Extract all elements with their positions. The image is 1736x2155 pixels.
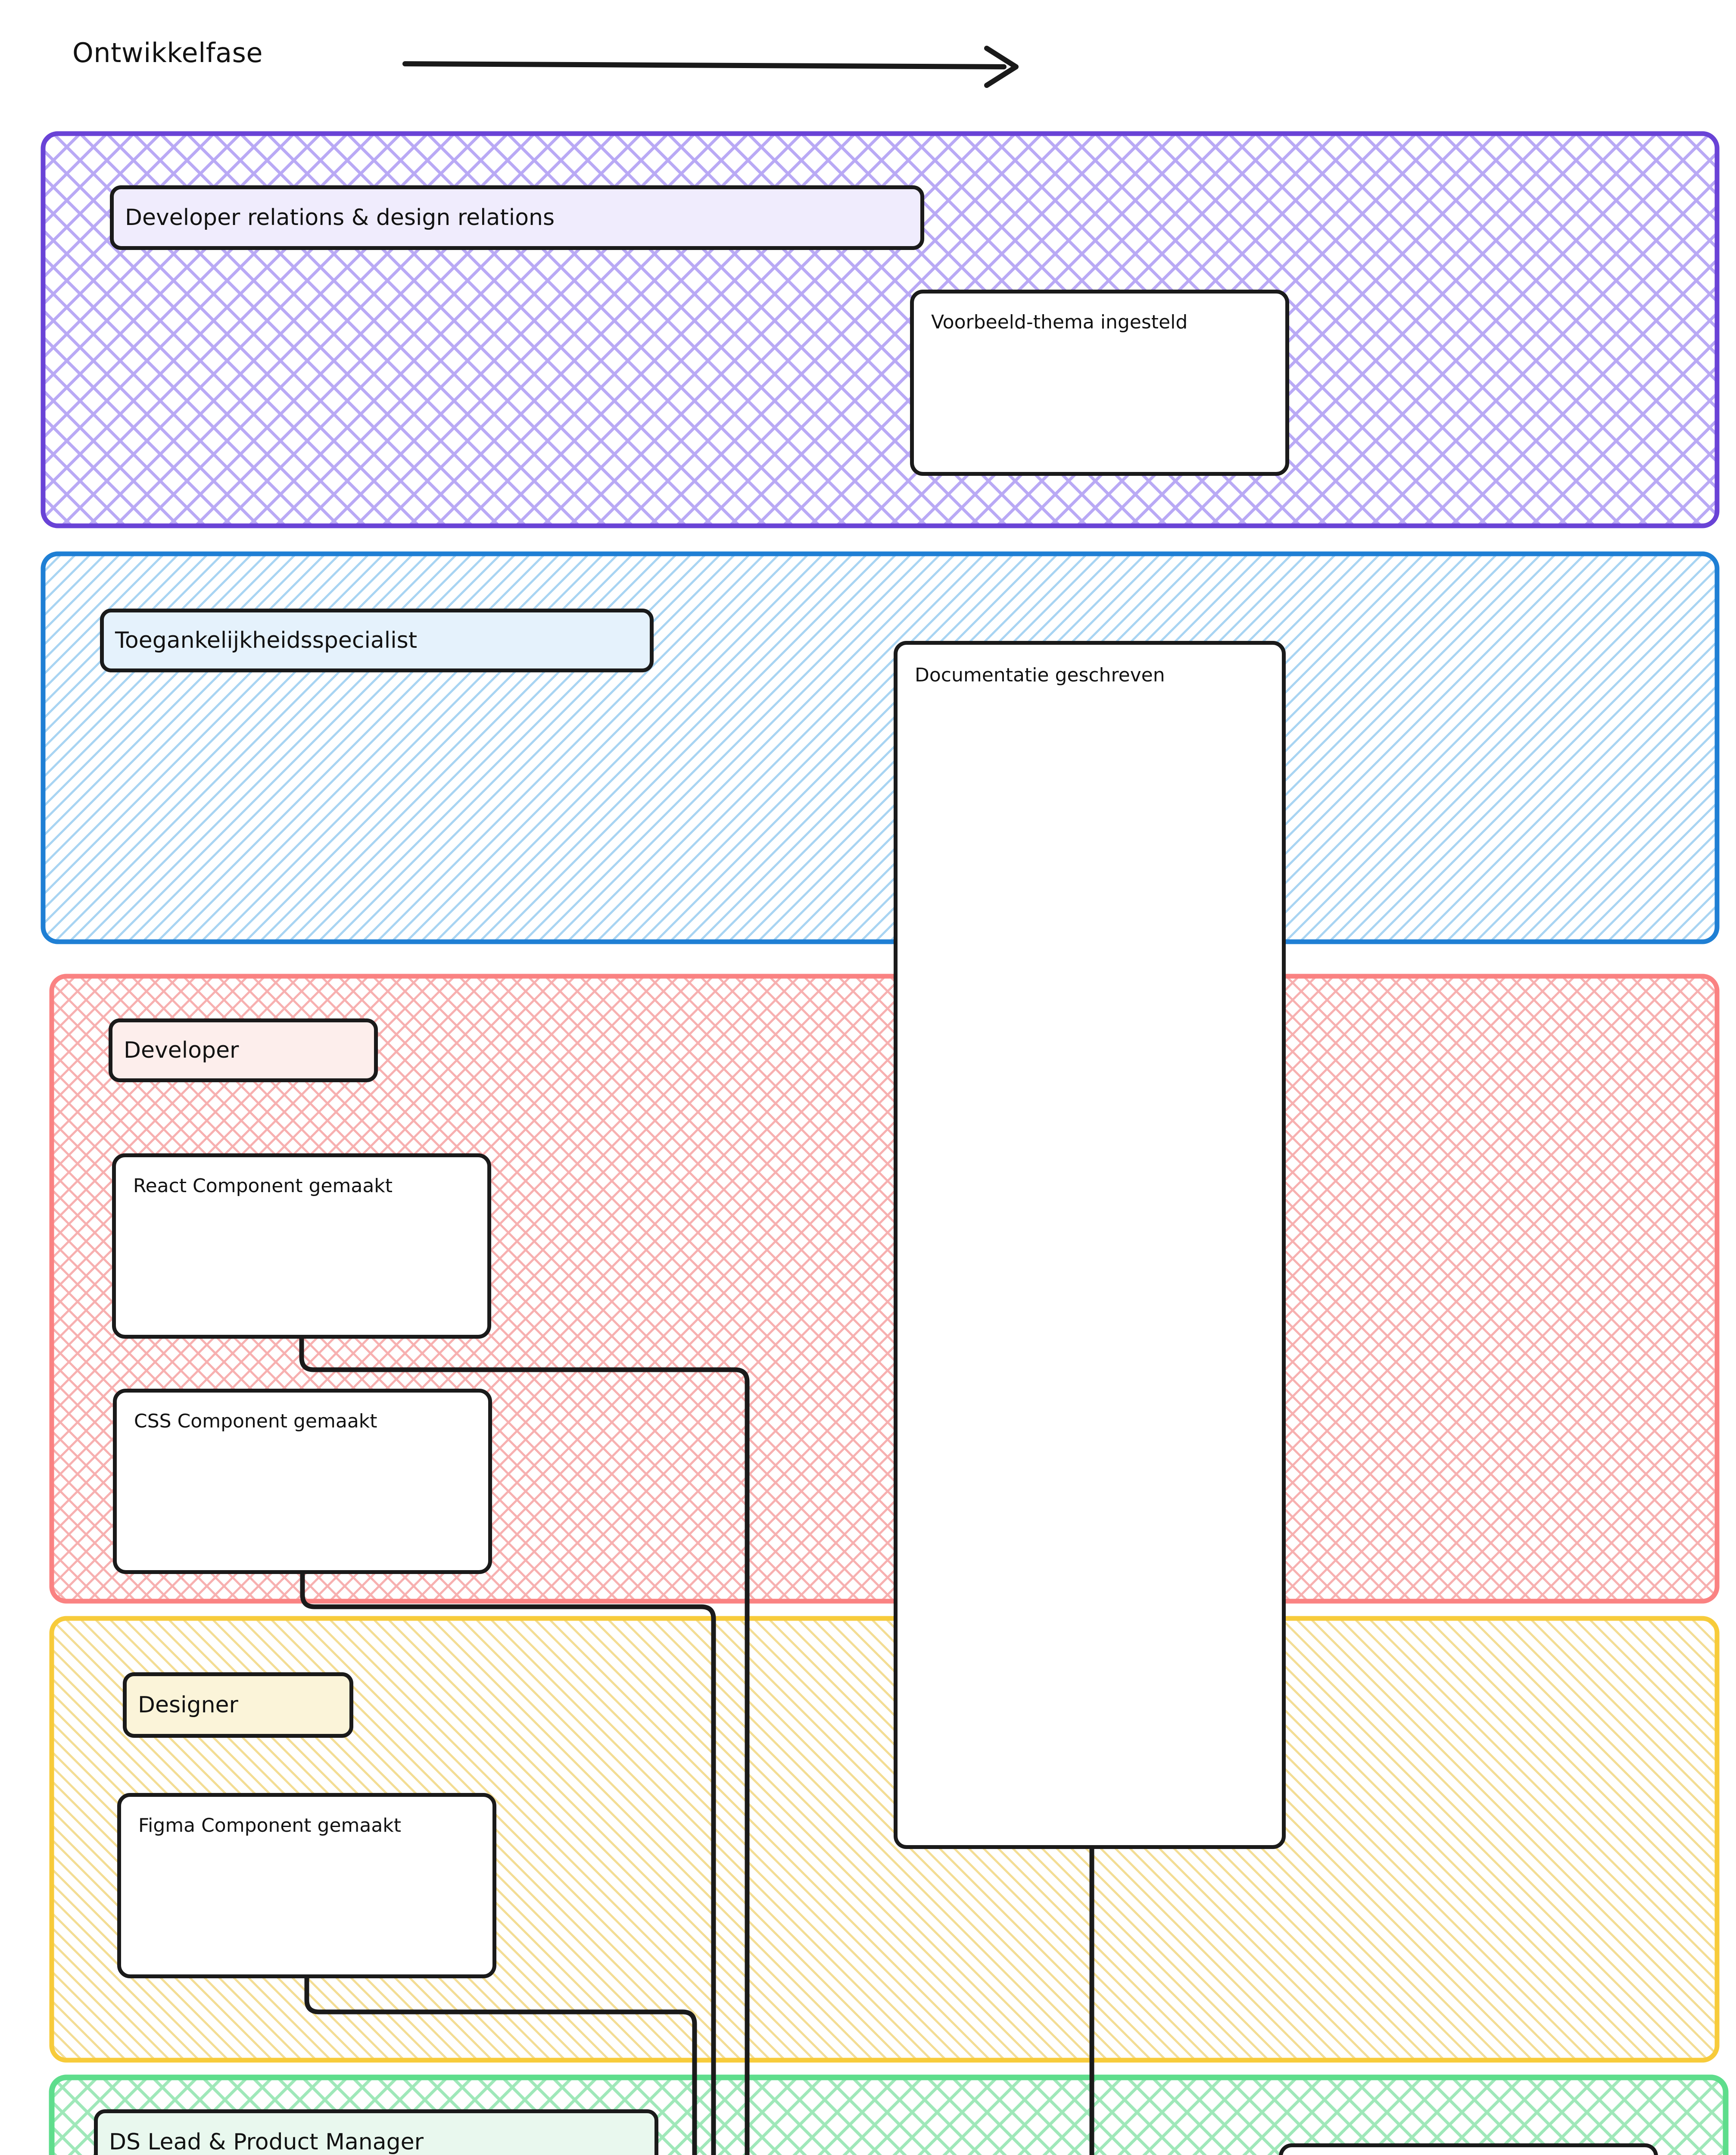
- lane-label-text: Developer: [124, 1037, 239, 1063]
- lane-label-text: DS Lead & Product Manager: [109, 2129, 424, 2155]
- node-documentatie-gereviewed[interactable]: Documentatie gereviewed: [1279, 2143, 1658, 2155]
- node-label: Voorbeeld-thema ingesteld: [931, 311, 1188, 333]
- node-label: Documentatie geschreven: [915, 664, 1165, 686]
- lane-label-dslead[interactable]: DS Lead & Product Manager: [94, 2109, 658, 2155]
- phase-arrow-head-icon: [984, 46, 1019, 88]
- edge-path-react: [299, 1336, 750, 2155]
- phase-arrow-line: [402, 61, 1007, 69]
- node-css-gemaakt[interactable]: CSS Component gemaakt: [113, 1389, 492, 1574]
- lane-label-text: Developer relations & design relations: [125, 205, 555, 231]
- node-label: CSS Component gemaakt: [134, 1410, 377, 1432]
- node-voorbeeld-thema[interactable]: Voorbeeld-thema ingesteld: [910, 290, 1289, 476]
- lane-label-a11y[interactable]: Toegankelijkheidsspecialist: [100, 609, 654, 672]
- edge-path-css: [300, 1571, 716, 2155]
- lane-label-devrel[interactable]: Developer relations & design relations: [110, 185, 924, 250]
- node-figma-gemaakt[interactable]: Figma Component gemaakt: [117, 1793, 496, 1978]
- edge-css-review: [300, 1571, 716, 2155]
- phase-arrow-group: [402, 46, 1019, 88]
- node-label: React Component gemaakt: [133, 1175, 393, 1197]
- lane-label-text: Designer: [138, 1692, 238, 1718]
- edge-react-review: [299, 1336, 750, 2155]
- node-react-gemaakt[interactable]: React Component gemaakt: [112, 1153, 491, 1339]
- edge-figma-review: [304, 1976, 697, 2155]
- page-title: Ontwikkelfase: [72, 37, 263, 69]
- lane-label-developer[interactable]: Developer: [109, 1018, 378, 1082]
- edge-path-figma: [304, 1976, 697, 2155]
- lane-label-designer[interactable]: Designer: [123, 1672, 353, 1738]
- node-documentatie-geschreven[interactable]: Documentatie geschreven: [894, 641, 1286, 1849]
- node-label: Figma Component gemaakt: [138, 1815, 402, 1836]
- lane-label-text: Toegankelijkheidsspecialist: [115, 628, 418, 653]
